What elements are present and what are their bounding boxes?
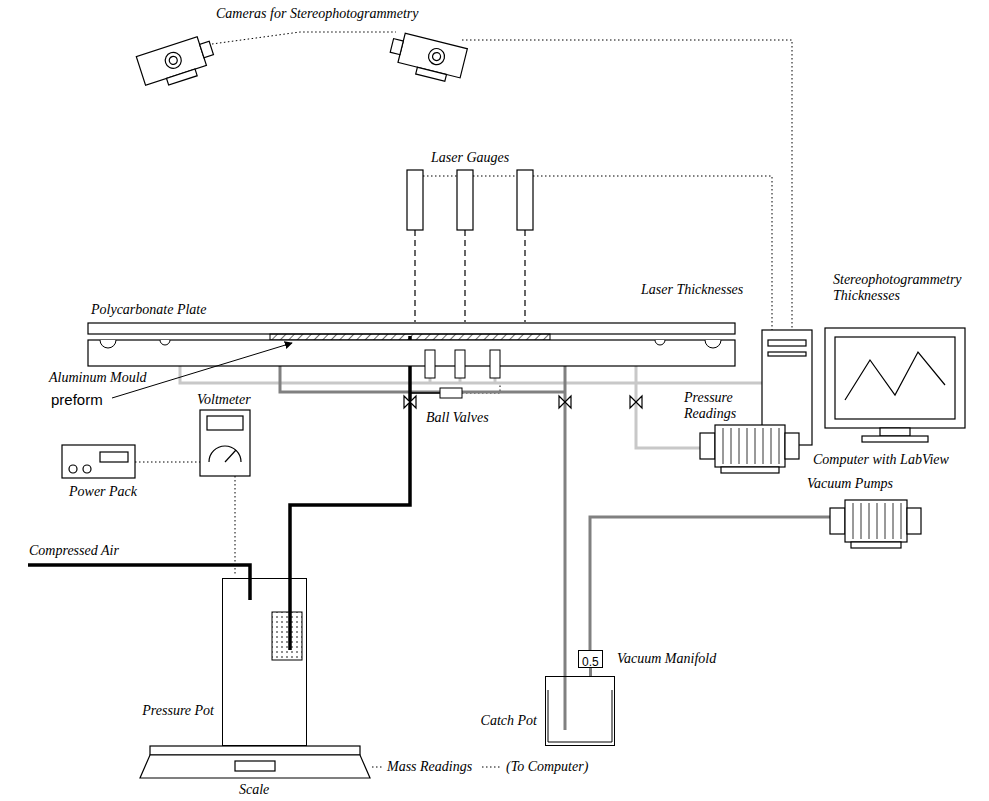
motor-fin <box>763 428 764 464</box>
camera <box>387 31 468 85</box>
o-ring <box>100 340 721 348</box>
scale <box>140 746 370 778</box>
ball-valve <box>404 396 642 408</box>
motor-fin <box>893 503 894 539</box>
part-label: Ball Valves <box>425 410 490 426</box>
mass-signal <box>482 767 502 768</box>
part-label: Laser Gauges <box>430 150 510 166</box>
resin-container <box>272 612 302 660</box>
motor-fin <box>779 428 780 464</box>
motor-fin <box>723 428 724 464</box>
motor-fin <box>853 503 854 539</box>
motor-fin <box>771 428 772 464</box>
vacuum-pump <box>700 425 799 473</box>
motor-fin <box>755 428 756 464</box>
part-label: (To Computer) <box>505 759 589 775</box>
gauge-link <box>423 176 457 177</box>
laser-signal <box>533 176 772 330</box>
motor-fin <box>869 503 870 539</box>
preform <box>270 334 550 340</box>
camera-signal <box>462 40 792 330</box>
motor-fin <box>731 428 732 464</box>
part-label: Cameras for Stereophotogrammetry <box>215 6 419 22</box>
aluminum-mould <box>88 340 735 366</box>
motor-fin <box>747 428 748 464</box>
motor-fin <box>877 503 878 539</box>
power-wire <box>135 462 200 463</box>
transducer-tap <box>410 392 440 394</box>
motor-fin <box>885 503 886 539</box>
node-text: 0.5 <box>582 655 599 669</box>
computer <box>762 328 965 445</box>
part-label: Polycarbonate Plate <box>90 302 207 318</box>
node-label: Vacuum Manifold <box>616 651 717 667</box>
motor-fin <box>739 428 740 464</box>
motor-fin <box>901 503 902 539</box>
motor-fin <box>861 503 862 539</box>
camera <box>136 34 218 92</box>
laser-gauge <box>407 170 533 230</box>
part-label: preform <box>50 392 104 408</box>
part-label: Compressed Air <box>28 543 120 559</box>
part-label: Mass Readings <box>386 759 473 775</box>
laser-beams <box>415 230 525 322</box>
node-label: Catch Pot <box>480 713 538 729</box>
voltmeter <box>200 410 250 476</box>
polycarbonate-plate <box>88 323 735 334</box>
vacuum-pump <box>830 500 921 548</box>
catch-container <box>548 690 612 742</box>
pressure-transducer <box>440 388 462 398</box>
resin-line <box>28 336 410 650</box>
node-label: Pressure Pot <box>141 703 215 719</box>
part-label: Stereophotogrammetry Thicknesses <box>832 272 984 304</box>
part-label: Voltmeter <box>196 392 252 408</box>
mass-signal <box>372 767 383 768</box>
gauge-link <box>473 176 517 177</box>
catch-pot: Catch Pot <box>545 676 615 746</box>
part-label: Vacuum Pumps <box>806 476 894 492</box>
part-label: Pressure Readings <box>683 390 757 422</box>
signal-lines <box>135 32 792 767</box>
part-label: Power Pack <box>68 484 138 500</box>
part-label: Computer with LabView <box>812 452 950 468</box>
part-label: Scale <box>238 782 270 798</box>
pressure-line <box>180 366 768 448</box>
camera-link <box>212 32 396 44</box>
power-pack <box>62 445 135 478</box>
pressure-sensor <box>425 350 500 378</box>
vacuum-manifold: 0.5Vacuum Manifold <box>578 650 603 668</box>
part-label: Aluminum Mould <box>48 370 148 386</box>
voltmeter-wire <box>235 476 236 575</box>
pressure-pot: Pressure Pot <box>222 578 307 746</box>
part-label: Laser Thicknesses <box>640 282 744 298</box>
